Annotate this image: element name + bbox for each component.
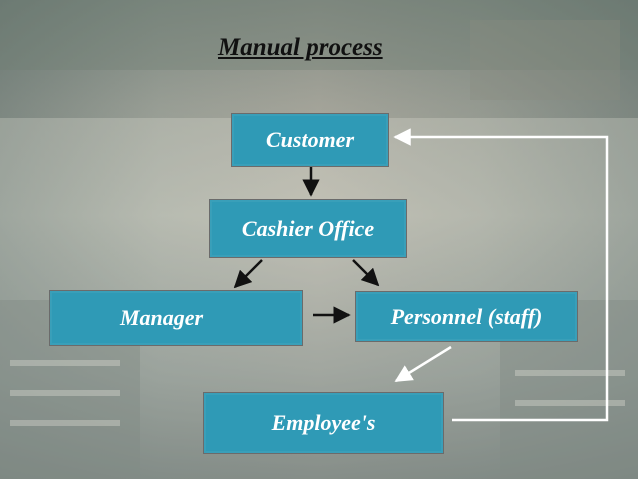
arrow-personnel-to-employees bbox=[394, 345, 452, 383]
node-cashier-office: Cashier Office bbox=[209, 199, 407, 258]
arrow-cashier-to-manager bbox=[233, 259, 263, 289]
node-manager: Manager bbox=[49, 290, 303, 346]
node-employees: Employee's bbox=[203, 392, 444, 454]
arrow-employees-to-customer bbox=[393, 128, 609, 422]
diagram-title: Manual process bbox=[218, 34, 383, 61]
node-customer: Customer bbox=[231, 113, 389, 167]
arrow-cashier-to-personnel bbox=[352, 259, 380, 287]
node-personnel: Personnel (staff) bbox=[355, 291, 578, 342]
